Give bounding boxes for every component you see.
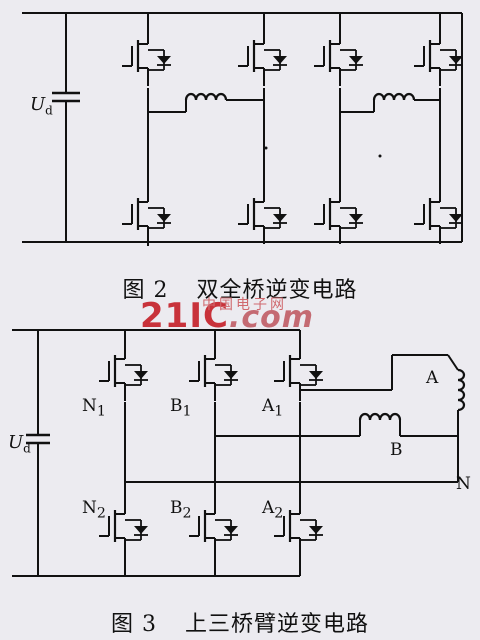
fig2-caption-number: 图 2 [122, 278, 169, 303]
fig3-ud-label: Ud [8, 432, 31, 456]
label-b1-text: B [170, 396, 183, 416]
label-a2: A2 [262, 498, 283, 521]
label-b1-sub: 1 [182, 403, 192, 420]
watermark-domain: .com [228, 300, 314, 335]
fig3-circuit [12, 329, 459, 577]
watermark-cn: 中国电子网 [202, 297, 287, 313]
site-watermark: 21IC.com 中国电子网 [140, 296, 314, 336]
fig3-caption-number: 图 3 [110, 612, 157, 637]
label-b2-text: B [170, 498, 183, 518]
label-a1-text: A [262, 396, 275, 416]
label-n1: N1 [82, 396, 106, 419]
label-b2-sub: 2 [182, 505, 192, 522]
label-b2: B2 [170, 498, 192, 521]
fig2-circuit [22, 12, 463, 246]
label-a-load: A [426, 368, 439, 388]
label-a2-sub: 2 [274, 505, 284, 522]
fig2-caption-title: 双全桥逆变电路 [196, 278, 358, 303]
label-a2-text: A [262, 498, 275, 518]
label-a1: A1 [262, 396, 283, 419]
label-n-neutral: N [456, 474, 471, 494]
fig3-ud-text: U [8, 432, 24, 453]
fig2-ud-label: Ud [30, 94, 53, 118]
fig2-ud-sub: d [45, 103, 53, 118]
fig2-caption: 图 2 双全桥逆变电路 [0, 272, 480, 304]
label-n2-sub: 2 [96, 505, 106, 522]
watermark-main: 21IC [140, 296, 229, 336]
fig2-ud-text: U [30, 94, 46, 115]
label-b-load: B [390, 440, 403, 460]
fig3-caption-title: 上三桥臂逆变电路 [184, 612, 369, 637]
label-n1-sub: 1 [96, 403, 106, 420]
label-n1-text: N [82, 396, 97, 416]
label-a1-sub: 1 [274, 403, 284, 420]
fig3-ud-sub: d [23, 441, 31, 456]
fig3-caption: 图 3 上三桥臂逆变电路 [0, 606, 480, 638]
label-n2-text: N [82, 498, 97, 518]
label-n2: N2 [82, 498, 106, 521]
label-b1: B1 [170, 396, 192, 419]
